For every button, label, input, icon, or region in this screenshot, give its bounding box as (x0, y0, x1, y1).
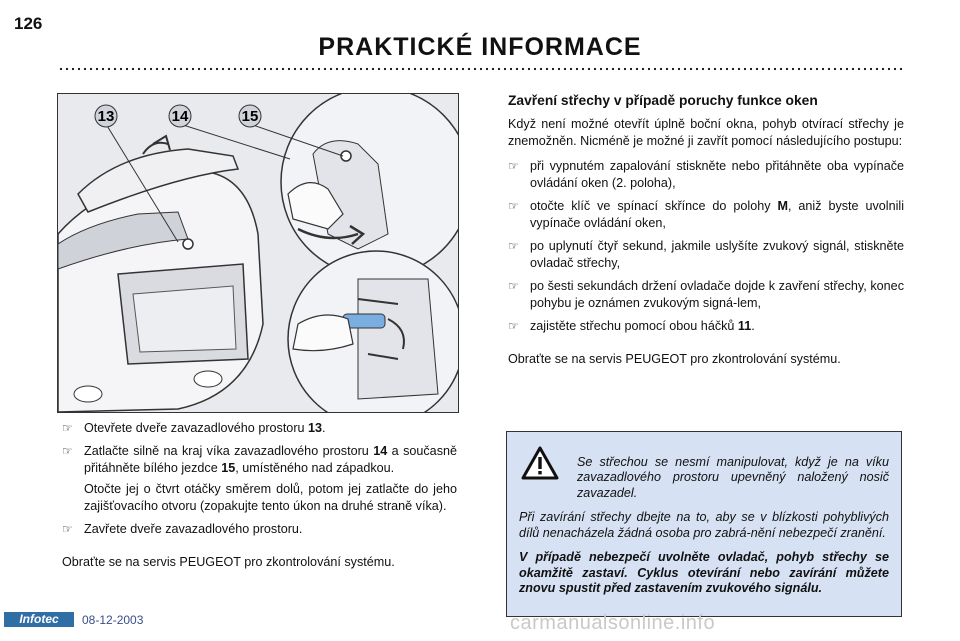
illustration-drawing: 13 14 15 (58, 94, 458, 412)
pointing-hand-icon: ☞ (508, 159, 519, 173)
watermark: carmanualsonline.info (510, 612, 716, 634)
pointing-hand-icon: ☞ (62, 522, 73, 536)
pointing-hand-icon: ☞ (508, 199, 519, 213)
roof-closing-section: Zavření střechy v případě poruchy funkce… (508, 92, 904, 368)
page-number: 126 (14, 14, 43, 33)
pointing-hand-icon: ☞ (508, 319, 519, 333)
list-item: ☞ Zatlačte silně na kraj víka zavazadlov… (62, 444, 457, 513)
pointing-hand-icon: ☞ (508, 239, 519, 253)
page-title: PRAKTICKÉ INFORMACE (318, 33, 642, 61)
service-note: Obraťte se na servis PEUGEOT pro zkontro… (508, 352, 841, 366)
trunk-instructions: ☞ Otevřete dveře zavazadlového prostoru … (62, 420, 457, 571)
title-divider (58, 67, 904, 71)
footer-date: 08-12-2003 (82, 613, 144, 627)
callout-13-marker (94, 104, 118, 128)
list-item: ☞ Zavřete dveře zavazadlového prostoru. (62, 522, 303, 536)
list-item: ☞ po šesti sekundách držení ovladače doj… (508, 279, 904, 310)
callout-14: 14 (172, 108, 189, 125)
sub-instruction: Otočte jej o čtvrt otáčky směrem dolů, p… (84, 482, 457, 513)
list-item: ☞ Otevřete dveře zavazadlového prostoru … (62, 421, 326, 435)
pointing-hand-icon: ☞ (62, 444, 73, 458)
pointing-hand-icon: ☞ (62, 421, 73, 435)
callout-13: 13 (98, 108, 115, 125)
warning-text-1: Se střechou se nesmí manipulovat, když j… (577, 454, 889, 500)
callout-15: 15 (242, 108, 259, 125)
service-note: Obraťte se na servis PEUGEOT pro zkontro… (62, 555, 395, 569)
warning-text-2: Při zavírání střechy dbejte na to, aby s… (519, 510, 889, 540)
pointing-hand-icon: ☞ (508, 279, 519, 293)
infotec-logo: Infotec (4, 612, 74, 627)
list-item: ☞ otočte klíč ve spínací skřínce do polo… (508, 199, 904, 230)
warning-box: Se střechou se nesmí manipulovat, když j… (506, 431, 902, 617)
list-item: ☞ při vypnutém zapalování stiskněte nebo… (508, 159, 904, 190)
callout-14-marker (168, 104, 192, 128)
section-heading: Zavření střechy v případě poruchy funkce… (508, 93, 818, 108)
warning-triangle-icon (521, 446, 559, 480)
list-item: ☞ po uplynutí čtyř sekund, jakmile uslyš… (508, 239, 904, 270)
list-item: ☞ zajistěte střechu pomocí obou háčků 11… (508, 319, 755, 333)
car-trunk-illustration: 13 14 15 (57, 93, 459, 413)
section-intro: Když není možné otevřít úplně boční okna… (508, 117, 904, 148)
callout-15-marker (238, 104, 262, 128)
warning-text-3: V případě nebezpečí uvolněte ovladač, po… (519, 550, 889, 596)
